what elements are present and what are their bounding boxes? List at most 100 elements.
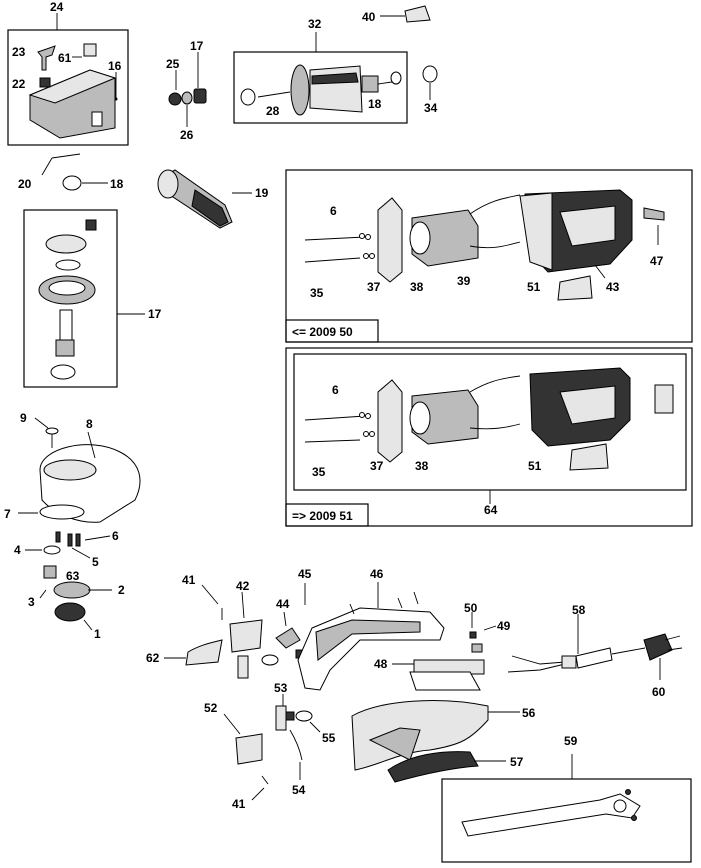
label-24: 24 [50, 0, 64, 14]
handle-cover-group [351, 700, 520, 783]
nut-bearing-parts [168, 52, 207, 127]
plug-60 [643, 633, 673, 661]
gear-housing-group [7, 13, 129, 146]
label-54: 54 [292, 783, 306, 797]
label-9: 9 [20, 411, 27, 425]
label-41a: 41 [182, 573, 196, 587]
pin-61 [83, 43, 97, 57]
label-38a: 38 [410, 280, 424, 294]
washer-25 [168, 92, 182, 106]
label-6a: 6 [330, 204, 337, 218]
label-55: 55 [322, 731, 336, 745]
label-28: 28 [266, 104, 280, 118]
label-34: 34 [424, 101, 438, 115]
label-18a: 18 [368, 97, 382, 111]
guard-clamp-7 [39, 504, 85, 520]
handle-cover-56 [351, 700, 489, 771]
label-25: 25 [166, 57, 180, 71]
strain-relief [561, 655, 577, 669]
label-37a: 37 [367, 280, 381, 294]
washer-4 [43, 545, 61, 555]
label-6b: 6 [332, 383, 339, 397]
spring-22 [39, 77, 51, 88]
motor-group-new [285, 347, 693, 527]
label-39: 39 [457, 274, 471, 288]
label-42: 42 [236, 579, 250, 593]
label-1: 1 [94, 627, 101, 641]
suppressor-new [654, 384, 674, 414]
label-58: 58 [572, 603, 586, 617]
label-43: 43 [606, 280, 620, 294]
label-64: 64 [484, 503, 498, 517]
label-44: 44 [276, 597, 290, 611]
cover-42 [229, 619, 263, 653]
bearing-18b [62, 175, 82, 191]
label-49: 49 [497, 619, 511, 633]
wheel-guard-group [18, 417, 141, 631]
cover-52 [235, 733, 263, 765]
label-4: 4 [14, 543, 21, 557]
label-5: 5 [92, 555, 99, 569]
bearing-18 [390, 71, 402, 85]
armature-group [233, 32, 408, 124]
wrench-box [441, 778, 692, 863]
part-55 [295, 710, 313, 722]
label-35a: 35 [310, 286, 324, 300]
spindle-box [23, 209, 118, 388]
gear-housing-box [7, 29, 129, 146]
label-8: 8 [86, 417, 93, 431]
power-cable-group [507, 614, 683, 680]
label-20: 20 [18, 177, 32, 191]
switch-53 [275, 705, 287, 731]
version-old-box [285, 169, 693, 343]
wrench-group [441, 754, 692, 863]
label-17b: 17 [148, 307, 162, 321]
label-23: 23 [12, 45, 26, 59]
label-61: 61 [58, 51, 72, 65]
label-60: 60 [652, 685, 666, 699]
label-62: 62 [146, 651, 160, 665]
label-52: 52 [204, 701, 218, 715]
spindle-shaft [59, 309, 73, 341]
armature-fan [290, 64, 310, 116]
label-18b: 18 [110, 177, 124, 191]
label-56: 56 [522, 706, 536, 720]
field-coil-39 [411, 209, 479, 267]
label-7: 7 [4, 507, 11, 521]
nut-63 [43, 565, 57, 579]
label-37b: 37 [370, 459, 384, 473]
label-62 [185, 639, 223, 666]
label-50: 50 [464, 601, 478, 615]
handle-switch-group [164, 582, 497, 691]
label-51a: 51 [527, 280, 541, 294]
armature-box [233, 51, 408, 124]
label-48: 48 [374, 657, 388, 671]
spindle-assembly-group [23, 209, 145, 388]
label-57: 57 [510, 755, 524, 769]
lock-button-44 [275, 627, 301, 649]
screw-41b [261, 775, 269, 785]
fan-baffle-38b [377, 379, 403, 463]
label-46: 46 [370, 567, 384, 581]
label-59: 59 [564, 734, 578, 748]
label-53: 53 [274, 681, 288, 695]
inner-flange-2 [53, 581, 91, 599]
side-handle-19 [157, 169, 252, 229]
label-22: 22 [12, 77, 26, 91]
outer-flange-1 [54, 602, 86, 622]
label-38b: 38 [415, 459, 429, 473]
nut-17 [193, 88, 207, 104]
grip-57 [387, 751, 479, 783]
part-50 [469, 631, 477, 639]
label-51a [557, 275, 593, 301]
label-45: 45 [298, 567, 312, 581]
gear-wheel [45, 234, 87, 254]
label-26: 26 [180, 128, 194, 142]
caption-version-new: => 2009 51 [292, 509, 353, 523]
caption-version-old: <= 2009 50 [292, 325, 353, 339]
part-49 [471, 643, 483, 653]
wire-54 [289, 729, 303, 761]
commutator [361, 75, 379, 93]
label-3: 3 [28, 595, 35, 609]
version-old-caption-box [285, 319, 379, 343]
